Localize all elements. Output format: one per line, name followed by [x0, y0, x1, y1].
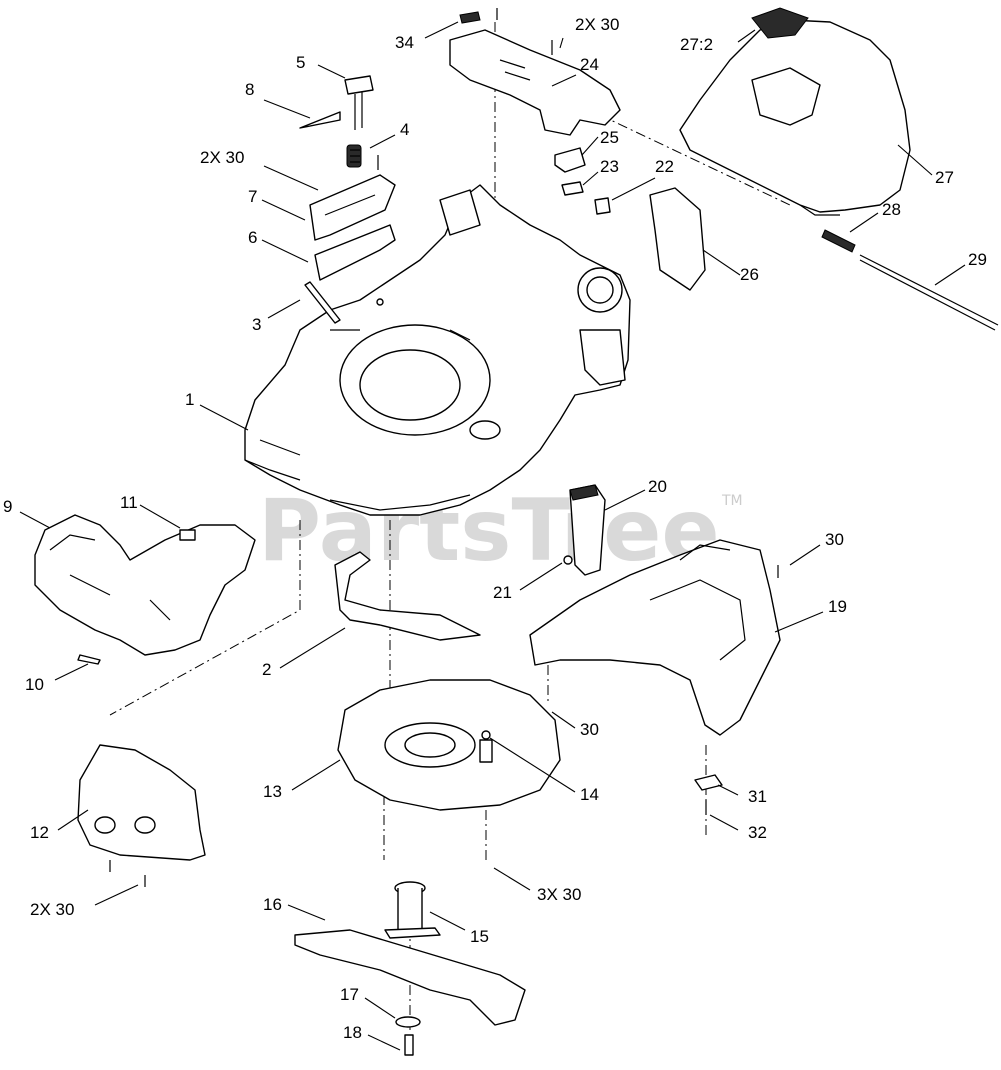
callout-24: 24 [580, 55, 599, 74]
part-10-pin [77, 654, 101, 665]
callout-17: 17 [340, 985, 359, 1004]
callout-15: 15 [470, 927, 489, 946]
callout-16: 16 [263, 895, 282, 914]
part-24-handle-bracket [449, 29, 621, 136]
callout-8: 8 [245, 80, 254, 99]
part-27-rear-cover [679, 19, 911, 216]
callout-31: 31 [748, 787, 767, 806]
part-16-blade [294, 929, 526, 1026]
callout-labels: 34 2X 30 27:2 5 24 8 4 25 2X 30 22 23 7 … [3, 15, 987, 1042]
part-3-rod [304, 281, 384, 324]
callout-11: 11 [120, 493, 138, 512]
part-20-bag-holder [569, 484, 606, 576]
part-22-plate [594, 197, 611, 215]
callout-29: 29 [968, 250, 987, 269]
callout-28: 28 [882, 200, 901, 219]
callout-27-2: 27:2 [680, 35, 713, 54]
callout-27: 27 [935, 168, 954, 187]
part-19-rear-shroud [529, 539, 781, 736]
callout-6: 6 [248, 228, 257, 247]
callout-1: 1 [185, 390, 194, 409]
part-13-cover-plate [337, 679, 561, 811]
assembly-lines [109, 22, 791, 1030]
part-6-plate [314, 224, 396, 281]
part-29-rod [859, 254, 999, 331]
part-8-wedge [299, 111, 341, 129]
callout-30-mid: 30 [580, 720, 599, 739]
part-21-pin [563, 555, 573, 565]
callout-10: 10 [25, 675, 44, 694]
callout-12: 12 [30, 823, 49, 842]
leader-lines [19, 21, 966, 1051]
callout-9: 9 [3, 497, 12, 516]
part-26-flap [649, 187, 706, 291]
part-25-cap [554, 147, 586, 173]
callout-18: 18 [343, 1023, 362, 1042]
callout-26: 26 [740, 265, 759, 284]
part-9-front-bumper [34, 514, 256, 656]
part-23-clip [561, 181, 584, 196]
callout-3x30: 3X 30 [537, 885, 581, 904]
callout-2x30-bottom: 2X 30 [30, 900, 74, 919]
part-11-clip [179, 529, 196, 541]
part-5-knob [344, 75, 374, 130]
callout-19: 19 [828, 597, 847, 616]
callout-2x30-left: 2X 30 [200, 148, 244, 167]
part-28-spring [821, 229, 856, 253]
callout-2x30-top: 2X 30 [575, 15, 619, 34]
part-27-2-insert [751, 7, 809, 39]
part-7-bracket [309, 174, 396, 241]
part-18-bolt [404, 1034, 414, 1056]
part-17-washer [395, 1016, 421, 1028]
callout-2: 2 [262, 660, 271, 679]
callout-14: 14 [580, 785, 599, 804]
part-12-front-skirt [77, 744, 206, 861]
callout-25: 25 [600, 128, 619, 147]
callout-13: 13 [263, 782, 282, 801]
part-1-deck-housing [244, 184, 631, 516]
part-31-plate [694, 774, 723, 791]
callout-7: 7 [248, 187, 257, 206]
callout-30-right: 30 [825, 530, 844, 549]
callout-4: 4 [400, 120, 409, 139]
callout-22: 22 [655, 157, 674, 176]
callout-3: 3 [252, 315, 261, 334]
callout-20: 20 [648, 477, 667, 496]
part-4-spring [346, 144, 379, 170]
part-34-cap [459, 8, 498, 24]
callout-32: 32 [748, 823, 767, 842]
watermark-trademark: TM [721, 493, 743, 509]
callout-23: 23 [600, 157, 619, 176]
callout-21: 21 [493, 583, 512, 602]
callout-34: 34 [395, 33, 414, 52]
part-15-blade-adapter [384, 881, 441, 939]
part-14-washer [481, 730, 491, 740]
part-2-deflector [334, 551, 481, 641]
callout-5: 5 [296, 53, 305, 72]
part-30-screws-left [109, 860, 146, 887]
